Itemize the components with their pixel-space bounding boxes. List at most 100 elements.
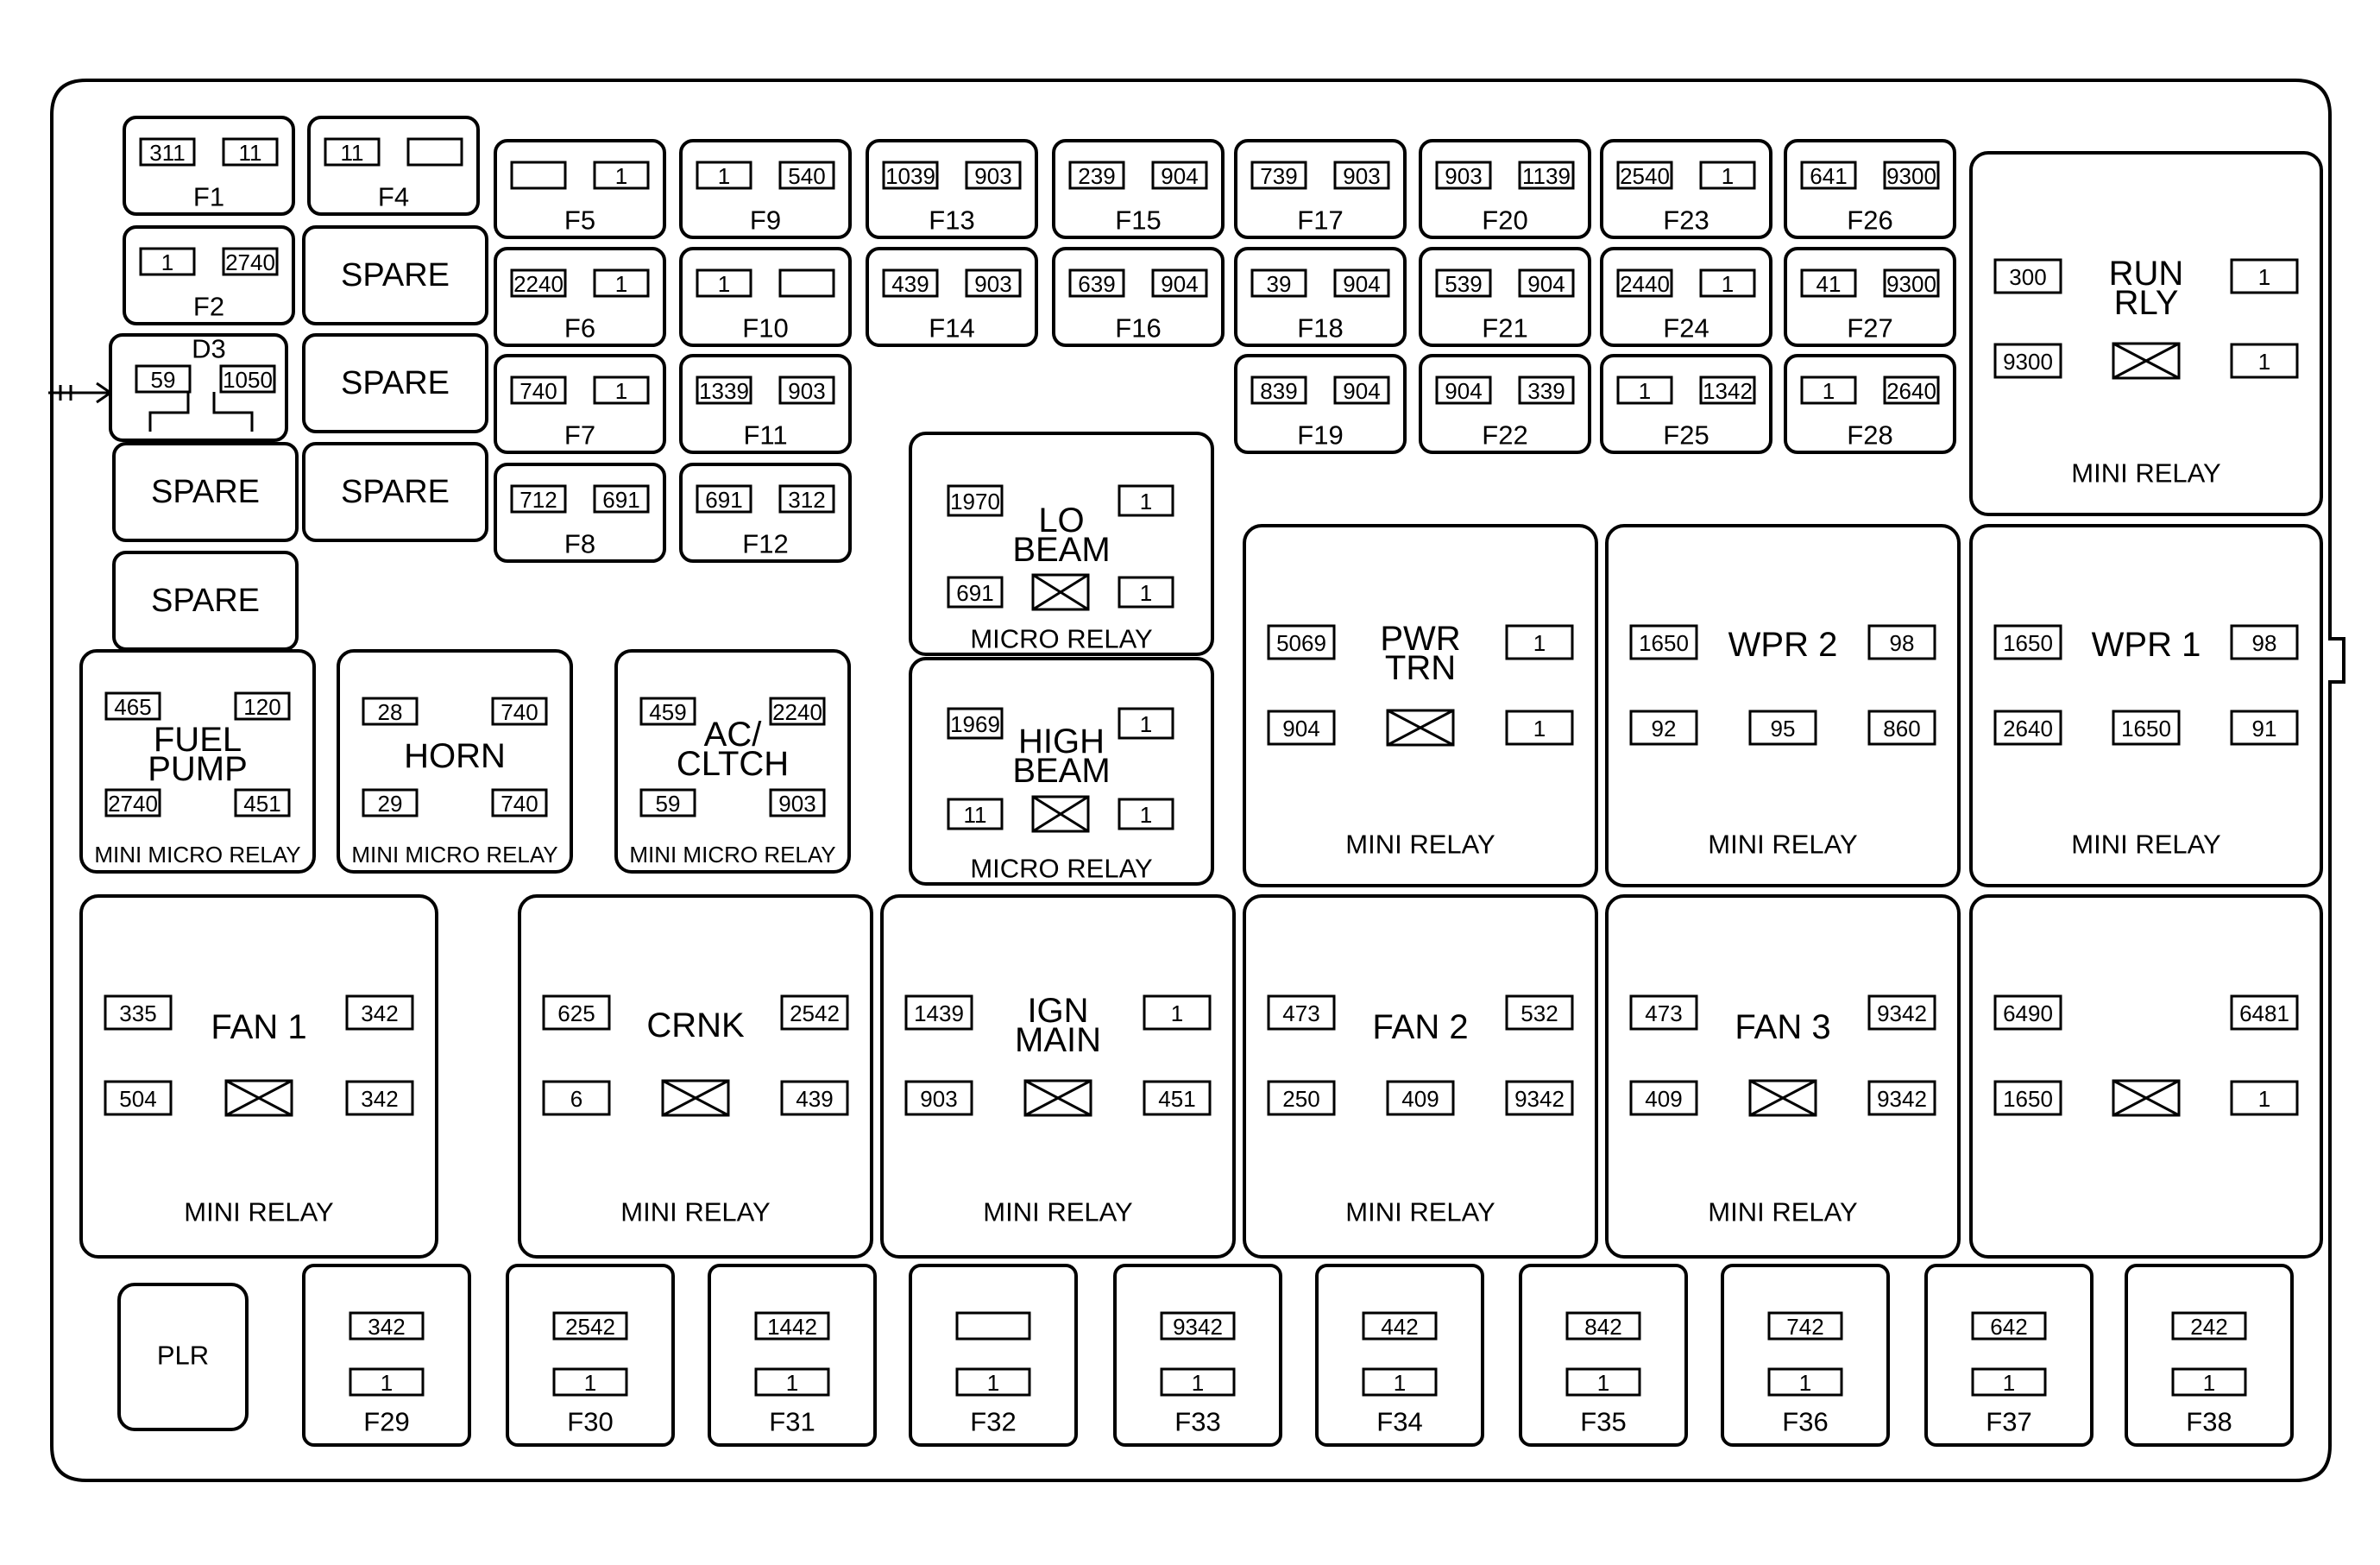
terminal: 1 bbox=[1699, 268, 1756, 298]
terminal: 1 bbox=[552, 1367, 628, 1397]
terminal-box bbox=[1068, 161, 1125, 190]
terminal-box bbox=[1867, 1080, 1936, 1116]
diode-trace bbox=[148, 392, 190, 432]
terminal-label: 1 bbox=[2003, 1370, 2015, 1396]
terminal-label: 1 bbox=[1533, 630, 1546, 656]
terminal: 1 bbox=[1565, 1367, 1641, 1397]
terminal-label: 712 bbox=[519, 487, 557, 513]
terminal: 473 bbox=[1267, 994, 1336, 1031]
terminal-label: 903 bbox=[974, 271, 1011, 297]
terminal: 9300 bbox=[1993, 343, 2062, 379]
terminal-box bbox=[1800, 375, 1857, 405]
relay-name: MAIN bbox=[1015, 1021, 1101, 1059]
terminal-box bbox=[1362, 1367, 1438, 1397]
fuse-label: F21 bbox=[1482, 313, 1527, 344]
relay-name: LO bbox=[1038, 502, 1084, 540]
terminal-label: 342 bbox=[368, 1314, 405, 1340]
terminal: 903 bbox=[778, 375, 835, 405]
terminal-label: 839 bbox=[1260, 378, 1297, 404]
diode-label: D3 bbox=[192, 334, 226, 364]
terminal: 1 bbox=[1767, 1367, 1843, 1397]
terminal: 6490 bbox=[1993, 994, 2062, 1031]
relay-type-label: MINI RELAY bbox=[2071, 830, 2220, 860]
terminal-label: 691 bbox=[705, 487, 742, 513]
terminal-box bbox=[135, 364, 192, 394]
relay-coil-icon bbox=[1386, 709, 1455, 747]
relay-coil-line bbox=[2112, 342, 2180, 380]
terminal-label: 311 bbox=[149, 140, 185, 166]
terminal-box bbox=[2230, 710, 2299, 746]
relay-type-label: MINI RELAY bbox=[184, 1197, 333, 1227]
fuse-body bbox=[2125, 1264, 2294, 1447]
fuse-label: F16 bbox=[1115, 313, 1161, 344]
terminal: 39 bbox=[1250, 268, 1307, 298]
relay-name: FAN 3 bbox=[1735, 1008, 1830, 1046]
terminal-box bbox=[1505, 994, 1574, 1031]
terminal-box bbox=[222, 247, 279, 276]
terminal-label: 2640 bbox=[2003, 716, 2053, 741]
terminal: 439 bbox=[882, 268, 939, 298]
relay-type-label: MINI RELAY bbox=[2071, 458, 2220, 489]
terminal: 1 bbox=[1505, 710, 1574, 746]
terminal-box bbox=[1333, 161, 1390, 190]
terminal-label: 1 bbox=[584, 1370, 596, 1396]
terminal-label: 312 bbox=[788, 487, 825, 513]
plr-body bbox=[117, 1283, 249, 1431]
terminal-box bbox=[769, 697, 826, 726]
terminal-label: 1 bbox=[1192, 1370, 1204, 1396]
terminal-label: 1 bbox=[786, 1370, 798, 1396]
terminal-box bbox=[2230, 258, 2299, 294]
terminal: 903 bbox=[1333, 161, 1390, 190]
terminal-box bbox=[349, 1311, 425, 1341]
terminal: 5069 bbox=[1267, 624, 1336, 660]
terminal-box bbox=[965, 161, 1022, 190]
terminal-box bbox=[510, 375, 567, 405]
terminal: 9342 bbox=[1867, 1080, 1936, 1116]
fuse-label: F1 bbox=[193, 182, 224, 212]
terminal: 740 bbox=[491, 788, 548, 817]
terminal: 1 bbox=[955, 1367, 1031, 1397]
terminal-label: 504 bbox=[119, 1086, 156, 1112]
relay-type-label: MINI RELAY bbox=[1708, 830, 1857, 860]
terminal: 1339 bbox=[696, 375, 752, 405]
fuse-body bbox=[708, 1264, 877, 1447]
terminal: 740 bbox=[491, 697, 548, 726]
terminal-label: 904 bbox=[1343, 271, 1380, 297]
relay-type-label: MINI RELAY bbox=[1345, 830, 1495, 860]
terminal-label: 641 bbox=[1810, 163, 1847, 189]
terminal: 691 bbox=[696, 484, 752, 514]
terminal-box bbox=[1993, 710, 2062, 746]
terminal-label: 11 bbox=[341, 140, 364, 166]
relay-type-label: MINI RELAY bbox=[983, 1197, 1132, 1227]
terminal-label: 1 bbox=[718, 271, 730, 297]
terminal-label: 903 bbox=[1343, 163, 1380, 189]
terminal-label: 339 bbox=[1527, 378, 1565, 404]
terminal-box bbox=[904, 994, 973, 1031]
terminal: 2542 bbox=[552, 1311, 628, 1341]
terminal-box bbox=[1118, 707, 1174, 740]
terminal: 2640 bbox=[1883, 375, 1940, 405]
relay-body bbox=[880, 894, 1236, 1259]
terminal-box bbox=[1971, 1367, 2047, 1397]
terminal: 1442 bbox=[754, 1311, 830, 1341]
relay-coil-line bbox=[1032, 573, 1089, 611]
terminal-label: 1 bbox=[1799, 1370, 1811, 1396]
relay-type-label: MINI RELAY bbox=[620, 1197, 770, 1227]
relay-type-label: MINI RELAY bbox=[1708, 1197, 1857, 1227]
terminal-label: 1 bbox=[1140, 489, 1152, 514]
fuse-label: F4 bbox=[378, 182, 409, 212]
terminal-box bbox=[104, 1080, 173, 1116]
terminal-box bbox=[955, 1367, 1031, 1397]
terminal: 1 bbox=[593, 375, 650, 405]
terminal-box bbox=[1267, 994, 1336, 1031]
